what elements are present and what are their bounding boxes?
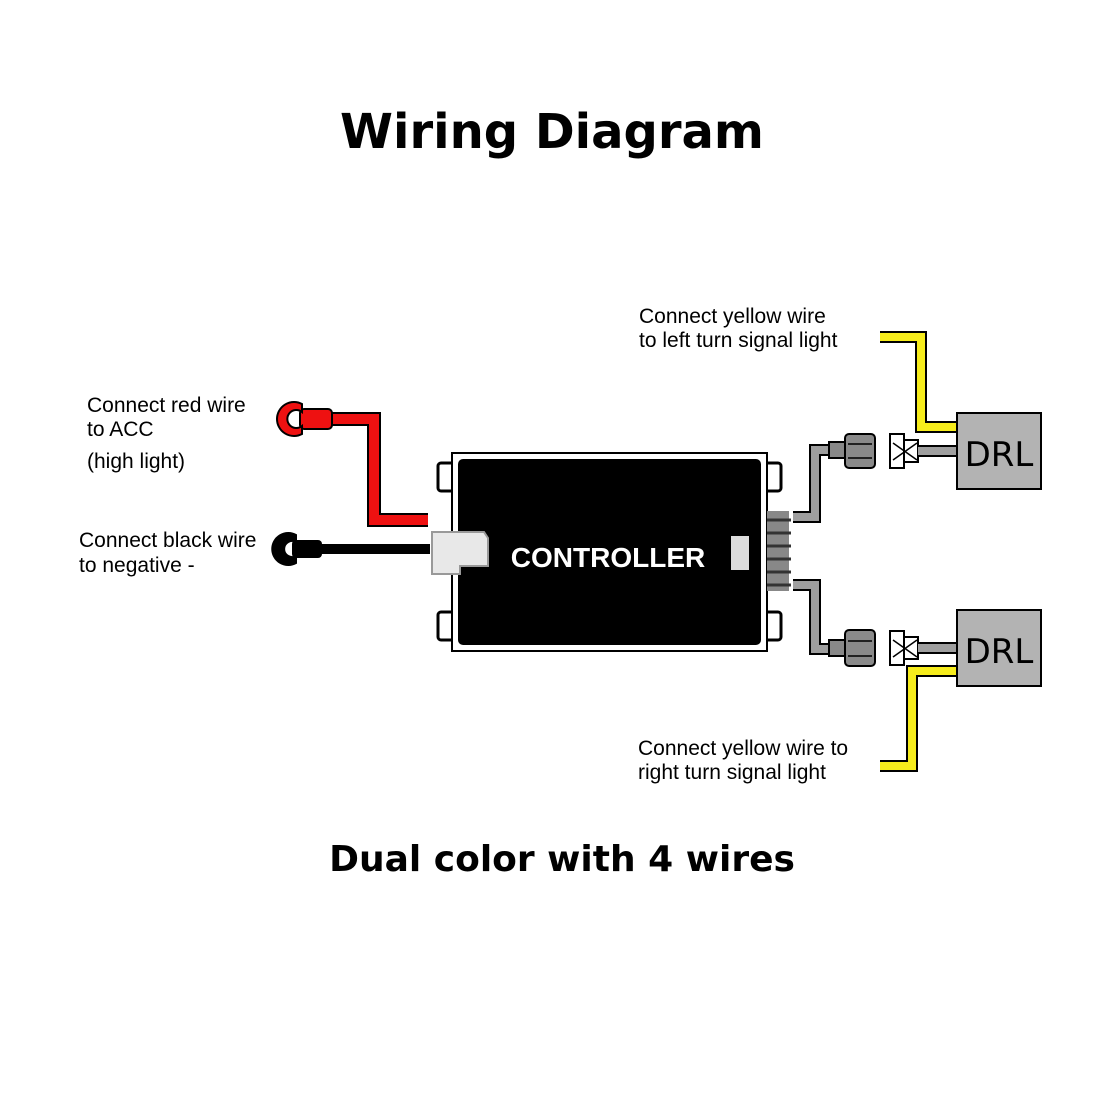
red-wire-text-3: (high light)	[87, 450, 185, 473]
yellow-wire-right-turn	[880, 665, 960, 772]
controller-box	[431, 452, 791, 652]
diagram-subtitle: Dual color with 4 wires	[329, 839, 795, 880]
plug-connector-bottom-icon	[828, 629, 876, 667]
drl-box-top: DRL	[956, 412, 1042, 490]
page-title: Wiring Diagram	[340, 104, 764, 160]
grey-wire-top	[793, 444, 848, 523]
yellow-right-annotation: Connect yellow wire to right turn signal…	[638, 737, 848, 784]
red-wire-text-2: to ACC	[87, 418, 154, 441]
yellow-left-text-1: Connect yellow wire	[639, 305, 826, 328]
red-wire-text-1: Connect red wire	[87, 394, 246, 417]
red-wire	[330, 412, 428, 527]
plug-connector-top-icon	[828, 433, 876, 469]
red-wire-annotation: Connect red wire to ACC (high light)	[87, 394, 246, 473]
black-wire-text-2: to negative -	[79, 554, 195, 577]
drl-label-top: DRL	[965, 435, 1034, 475]
socket-connector-top-icon	[889, 433, 919, 469]
yellow-left-annotation: Connect yellow wire to left turn signal …	[639, 305, 838, 352]
black-ring-terminal-icon	[271, 532, 322, 566]
controller-label: CONTROLLER	[511, 542, 705, 573]
black-wire-text-1: Connect black wire	[79, 529, 256, 552]
drl-box-bottom: DRL	[956, 609, 1042, 687]
black-wire-annotation: Connect black wire to negative -	[79, 529, 256, 577]
yellow-left-text-2: to left turn signal light	[639, 329, 838, 352]
yellow-right-text-2: right turn signal light	[638, 761, 826, 784]
drl-label-bottom: DRL	[965, 632, 1034, 672]
socket-connector-bottom-icon	[889, 630, 919, 666]
yellow-right-text-1: Connect yellow wire to	[638, 737, 848, 760]
yellow-wire-left-turn	[880, 331, 960, 433]
red-ring-terminal-icon	[276, 401, 333, 437]
